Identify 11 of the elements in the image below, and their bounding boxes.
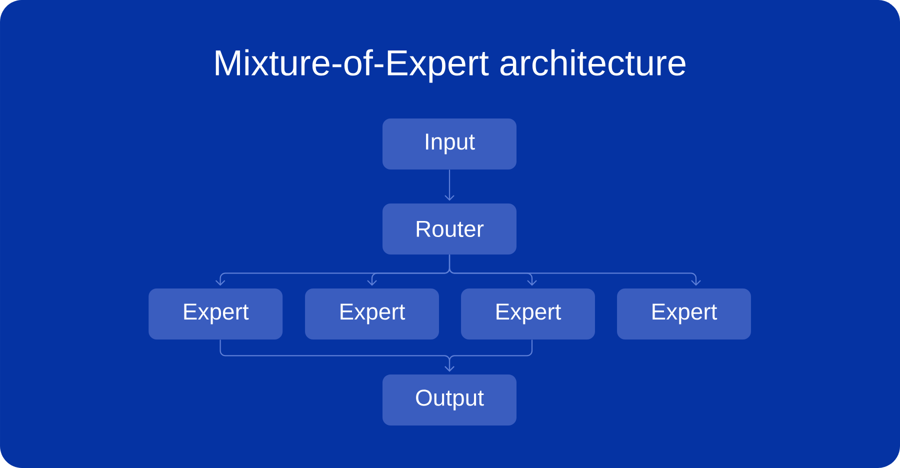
arrow (444, 170, 454, 201)
process-box: Expert (305, 288, 439, 340)
arrow (448, 254, 701, 286)
process-box: Expert (617, 288, 751, 340)
process-box: Output (382, 374, 516, 426)
process-box: Input (382, 118, 516, 170)
process-box: Router (382, 204, 516, 254)
process-box: Expert (148, 288, 283, 340)
process-box: Expert (461, 288, 595, 340)
title: Mixture-of-Expert architecture (216, 49, 686, 83)
arrow (444, 340, 533, 372)
